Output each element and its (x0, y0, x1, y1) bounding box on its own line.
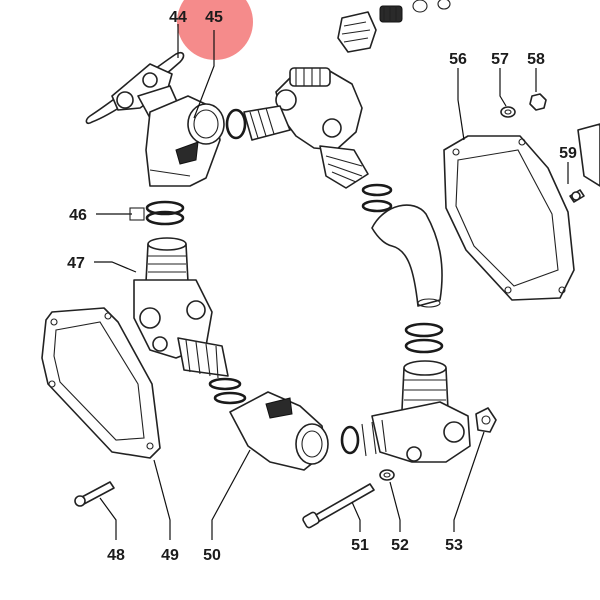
part-50-lower-tube (229, 391, 329, 471)
top-valve-fragment (337, 0, 451, 53)
callout-56: 56 (449, 51, 467, 68)
callout-58: 58 (527, 51, 545, 68)
right-connector-tube (371, 204, 443, 308)
callout-47: 47 (67, 255, 85, 272)
callout-49: 49 (161, 547, 179, 564)
part-59-screw (569, 189, 585, 203)
callout-53: 53 (445, 537, 463, 554)
part-56-right-gasket (443, 135, 575, 301)
callout-46: 46 (69, 207, 87, 224)
part-45-elbow (145, 95, 225, 187)
part-49-left-gasket (41, 307, 161, 459)
part-51-bolt (302, 483, 375, 529)
callout-44: 44 (169, 9, 187, 26)
part-52-washer (379, 469, 395, 481)
callout-51: 51 (351, 537, 369, 554)
upper-pump-head (225, 67, 369, 189)
callout-59: 59 (559, 145, 577, 162)
upper-orings (361, 183, 393, 213)
part-57-washer (500, 106, 516, 118)
part-53-bracket (475, 407, 497, 433)
callout-50: 50 (203, 547, 221, 564)
part-58-nut (529, 93, 547, 111)
left-orings (208, 377, 247, 405)
lower-right-pump-head (340, 322, 471, 463)
leader-lines (94, 24, 569, 540)
callout-labels: 44 45 46 47 48 49 50 51 52 53 56 57 58 5… (67, 9, 577, 564)
part-46-oring (145, 200, 185, 226)
part-44-handle (85, 51, 185, 125)
callout-57: 57 (491, 51, 509, 68)
right-edge-fragment (577, 123, 600, 187)
callout-45: 45 (205, 9, 223, 26)
part-47-left-pump-head (133, 237, 229, 379)
callout-48: 48 (107, 547, 125, 564)
highlight-marker-45 (177, 0, 253, 60)
part-48-pin (74, 481, 115, 507)
callout-52: 52 (391, 537, 409, 554)
